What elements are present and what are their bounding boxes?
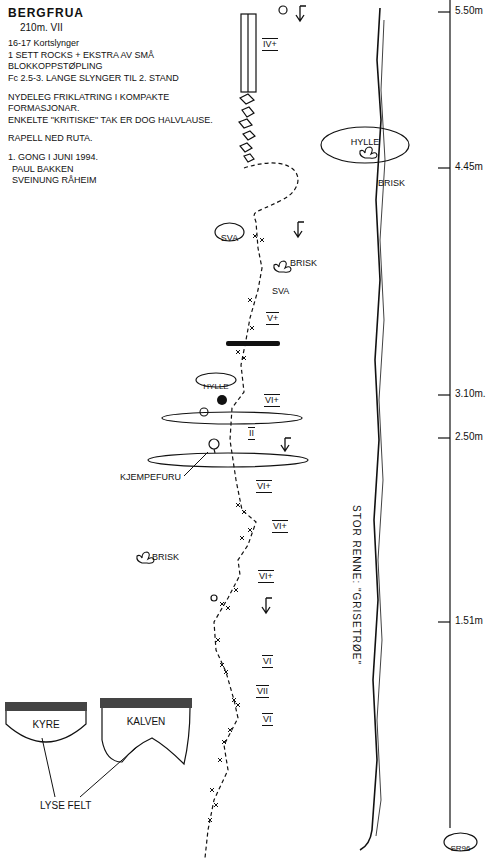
scale-tick	[438, 11, 450, 12]
note-text: Fc 2.5-3. LANGE SLYNGER TIL 2. STAND	[8, 73, 230, 84]
grade-label: IV+	[262, 38, 278, 51]
rappel-arrow	[296, 6, 306, 21]
scale-tick	[438, 437, 450, 438]
outline	[102, 708, 190, 764]
gully-label: STOR RENNE: "GRISETRØE"	[350, 505, 362, 665]
node-text: HYLLE	[203, 382, 228, 391]
feature-label: BRISK	[378, 178, 405, 189]
grade-label: II	[248, 427, 255, 440]
shaded-band	[100, 698, 192, 708]
tree-symbol	[209, 439, 219, 449]
feature-label: BRISK	[152, 552, 179, 563]
notes-column: BERGFRUA210m. VII 16-17 Kortslynger1 SETT…	[8, 6, 230, 186]
feature-label: SVA	[272, 286, 289, 297]
route-line	[205, 163, 298, 858]
note-text: ENKELTE "KRITISKE" TAK ER DOG HALVLAUSE.	[8, 115, 230, 126]
outline	[6, 711, 86, 742]
shrub-symbol	[360, 147, 377, 158]
note-text: 1. GONG I JUNI 1994.	[8, 152, 230, 163]
shrub-symbols	[137, 147, 377, 563]
ledge-ellipse: HYLLE	[195, 372, 237, 388]
roof-bar	[226, 341, 280, 346]
note-text: RAPELL NED RUTA.	[8, 133, 230, 144]
anchor-ring	[211, 595, 217, 601]
leader-line	[42, 738, 55, 797]
grade-label: VI	[262, 713, 273, 726]
note-text: 210m. VII	[8, 22, 230, 35]
scale-number: 1.51m	[455, 615, 483, 627]
grade-label: VI	[262, 655, 273, 668]
note-text: 16-17 Kortslynger	[8, 38, 230, 49]
note-text: PAUL BAKKEN	[8, 164, 230, 175]
node-text: SVA	[221, 233, 238, 243]
note-text: SVEINUNG RÅHEIM	[8, 175, 230, 186]
ledge-ellipse: HYLLE	[320, 126, 410, 164]
legend-note: LYSE FELT	[40, 800, 91, 812]
node-text-wrap: KYRE	[5, 702, 87, 732]
scale-number: 3.10m.	[455, 388, 486, 400]
author-stamp: SR96	[443, 832, 478, 852]
pillar-crack	[247, 14, 248, 92]
scale-number: 2.50m	[455, 431, 483, 443]
grade-label: VII	[256, 685, 269, 698]
tree-symbol	[200, 408, 208, 416]
scale-number: 5.50m	[455, 5, 483, 17]
grade-label: VI+	[272, 520, 288, 533]
node-text-wrap: HYLLE	[195, 372, 237, 393]
node-text-wrap: SR96	[443, 832, 478, 855]
gully-line	[360, 8, 385, 850]
note-text: 1 SETT ROCKS + EKSTRA AV SMÅ BLOKKOPPSTØ…	[8, 50, 230, 73]
height-scale	[438, 0, 450, 828]
node-text-wrap: KALVEN	[100, 698, 192, 729]
rappel-arrow	[281, 438, 291, 451]
note-text: NYDELEG FRIKLATRING I KOMPAKTE FORMASJON…	[8, 92, 230, 115]
roof-outline	[148, 453, 308, 467]
rappel-arrow	[294, 222, 304, 237]
outline	[321, 127, 409, 163]
scale-line	[449, 0, 450, 828]
route-title: BERGFRUA	[8, 6, 230, 21]
grade-label: VI+	[256, 480, 272, 493]
node-text: KYRE	[32, 719, 59, 731]
pillar-block	[241, 14, 256, 92]
scale-number: 4.45m	[455, 161, 483, 173]
scale-tick	[438, 167, 450, 168]
shrub-symbol	[274, 261, 291, 272]
feature-label: KJEMPEFURU	[120, 472, 181, 483]
grade-label: V+	[266, 312, 279, 325]
formation-shape: KALVEN	[100, 698, 192, 764]
node-text: HYLLE	[351, 137, 380, 147]
slab-circle: SVA	[214, 222, 245, 242]
loose-blocks	[239, 94, 255, 162]
roof-outline	[162, 412, 302, 424]
formation-shape: KYRE	[5, 702, 87, 746]
gully-edge	[360, 8, 381, 850]
node-text-wrap: SVA	[214, 222, 245, 245]
node-text-wrap: HYLLE	[320, 126, 410, 149]
grade-label: VI+	[258, 570, 274, 583]
bolt-marks	[208, 234, 264, 822]
node-text: KALVEN	[127, 716, 166, 728]
shaded-band	[5, 702, 87, 711]
tree-trunk	[214, 449, 215, 453]
shrub-symbol	[137, 552, 154, 563]
rappel-arrow	[262, 598, 272, 613]
node-outline	[100, 698, 192, 764]
anchor-ring	[279, 6, 287, 14]
scale-tick	[438, 621, 450, 622]
grade-label: VI+	[264, 394, 280, 407]
feature-label: BRISK	[290, 258, 317, 269]
block-blob	[217, 395, 227, 405]
node-text: SR96	[450, 844, 470, 853]
scale-tick	[438, 394, 450, 395]
pillar	[239, 14, 256, 162]
leader-line	[184, 452, 208, 476]
